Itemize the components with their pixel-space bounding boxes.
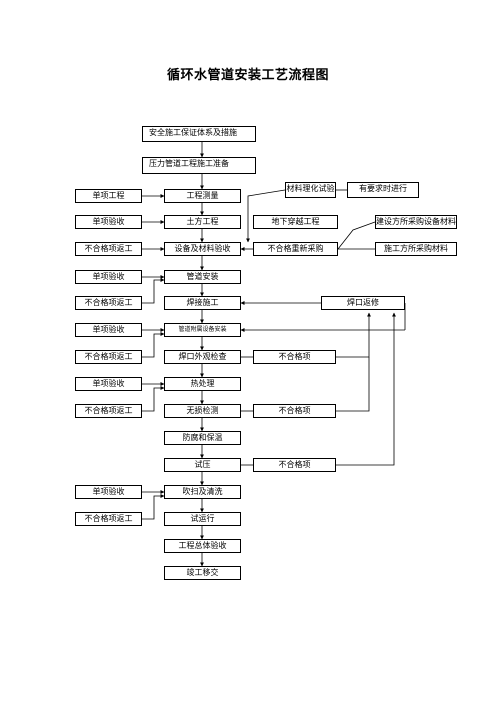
arrow-nc-3-return bbox=[336, 312, 396, 466]
step-flushing: 吹扫及清洗 bbox=[164, 485, 241, 499]
step-heat-treatment: 热处理 bbox=[164, 377, 241, 391]
left-rework-2: 不合格项返工 bbox=[75, 296, 142, 310]
step-pipe-install: 管道安装 bbox=[164, 270, 241, 284]
left-rework-3: 不合格项返工 bbox=[75, 350, 142, 364]
arrow-rework-1 bbox=[142, 278, 165, 304]
step-trial-run: 试运行 bbox=[164, 512, 241, 526]
step-material-acceptance: 设备及材料验收 bbox=[164, 242, 241, 256]
arrow-nc-2-return bbox=[336, 357, 370, 412]
left-single-acceptance-3: 单项验收 bbox=[75, 323, 142, 337]
arrow-rework-4 bbox=[142, 494, 165, 520]
step-safety-system: 安全施工保证体系及措施 bbox=[142, 126, 256, 142]
right-contractor-purchase: 施工方所采购材料 bbox=[375, 242, 457, 256]
right-nonconforming-2: 不合格项 bbox=[253, 404, 336, 418]
step-pressure-test: 试压 bbox=[164, 458, 241, 472]
right-nonconforming-1: 不合格项 bbox=[253, 350, 336, 364]
step-handover: 竣工移交 bbox=[164, 566, 241, 580]
step-earthwork: 土方工程 bbox=[164, 215, 241, 229]
line-branch-owner bbox=[337, 221, 376, 250]
right-owner-purchase: 建设方所采购设备材料 bbox=[375, 215, 457, 229]
right-nonconforming-3: 不合格项 bbox=[253, 458, 336, 472]
step-welding: 焊接施工 bbox=[164, 296, 241, 310]
page-title: 循环水管道安装工艺流程图 bbox=[166, 68, 329, 83]
left-rework-1: 不合格项返工 bbox=[75, 242, 142, 256]
left-single-acceptance-5: 单项验收 bbox=[75, 485, 142, 499]
right-as-required: 有要求时进行 bbox=[347, 182, 419, 198]
left-single-acceptance-4: 单项验收 bbox=[75, 377, 142, 391]
left-rework-4: 不合格项返工 bbox=[75, 404, 142, 418]
step-weld-visual-check: 焊口外观检查 bbox=[164, 350, 241, 364]
arrow-rework-3 bbox=[142, 386, 165, 412]
right-material-test: 材料理化试验 bbox=[285, 182, 336, 198]
step-ndt: 无损检测 bbox=[164, 404, 241, 418]
left-single-acceptance-2: 单项验收 bbox=[75, 270, 142, 284]
step-final-acceptance: 工程总体验收 bbox=[164, 539, 241, 553]
arrow-rework-2 bbox=[142, 332, 165, 358]
left-single-acceptance-1: 单项验收 bbox=[75, 215, 142, 229]
left-rework-5: 不合格项返工 bbox=[75, 512, 142, 526]
arrow-material-test bbox=[246, 189, 286, 243]
right-weld-repair: 焊口返修 bbox=[321, 296, 405, 310]
left-single-project: 单项工程 bbox=[75, 189, 142, 203]
step-construction-prep: 压力管道工程施工准备 bbox=[142, 157, 256, 174]
right-repurchase: 不合格重新采购 bbox=[253, 242, 338, 256]
step-anticorrosion: 防腐和保温 bbox=[164, 431, 241, 445]
arrow-nc-1-return bbox=[336, 312, 371, 358]
right-underground-crossing: 地下穿越工程 bbox=[253, 215, 338, 229]
step-accessory-install: 管道附属设备安装 bbox=[164, 323, 241, 337]
step-survey: 工程测量 bbox=[164, 189, 241, 203]
